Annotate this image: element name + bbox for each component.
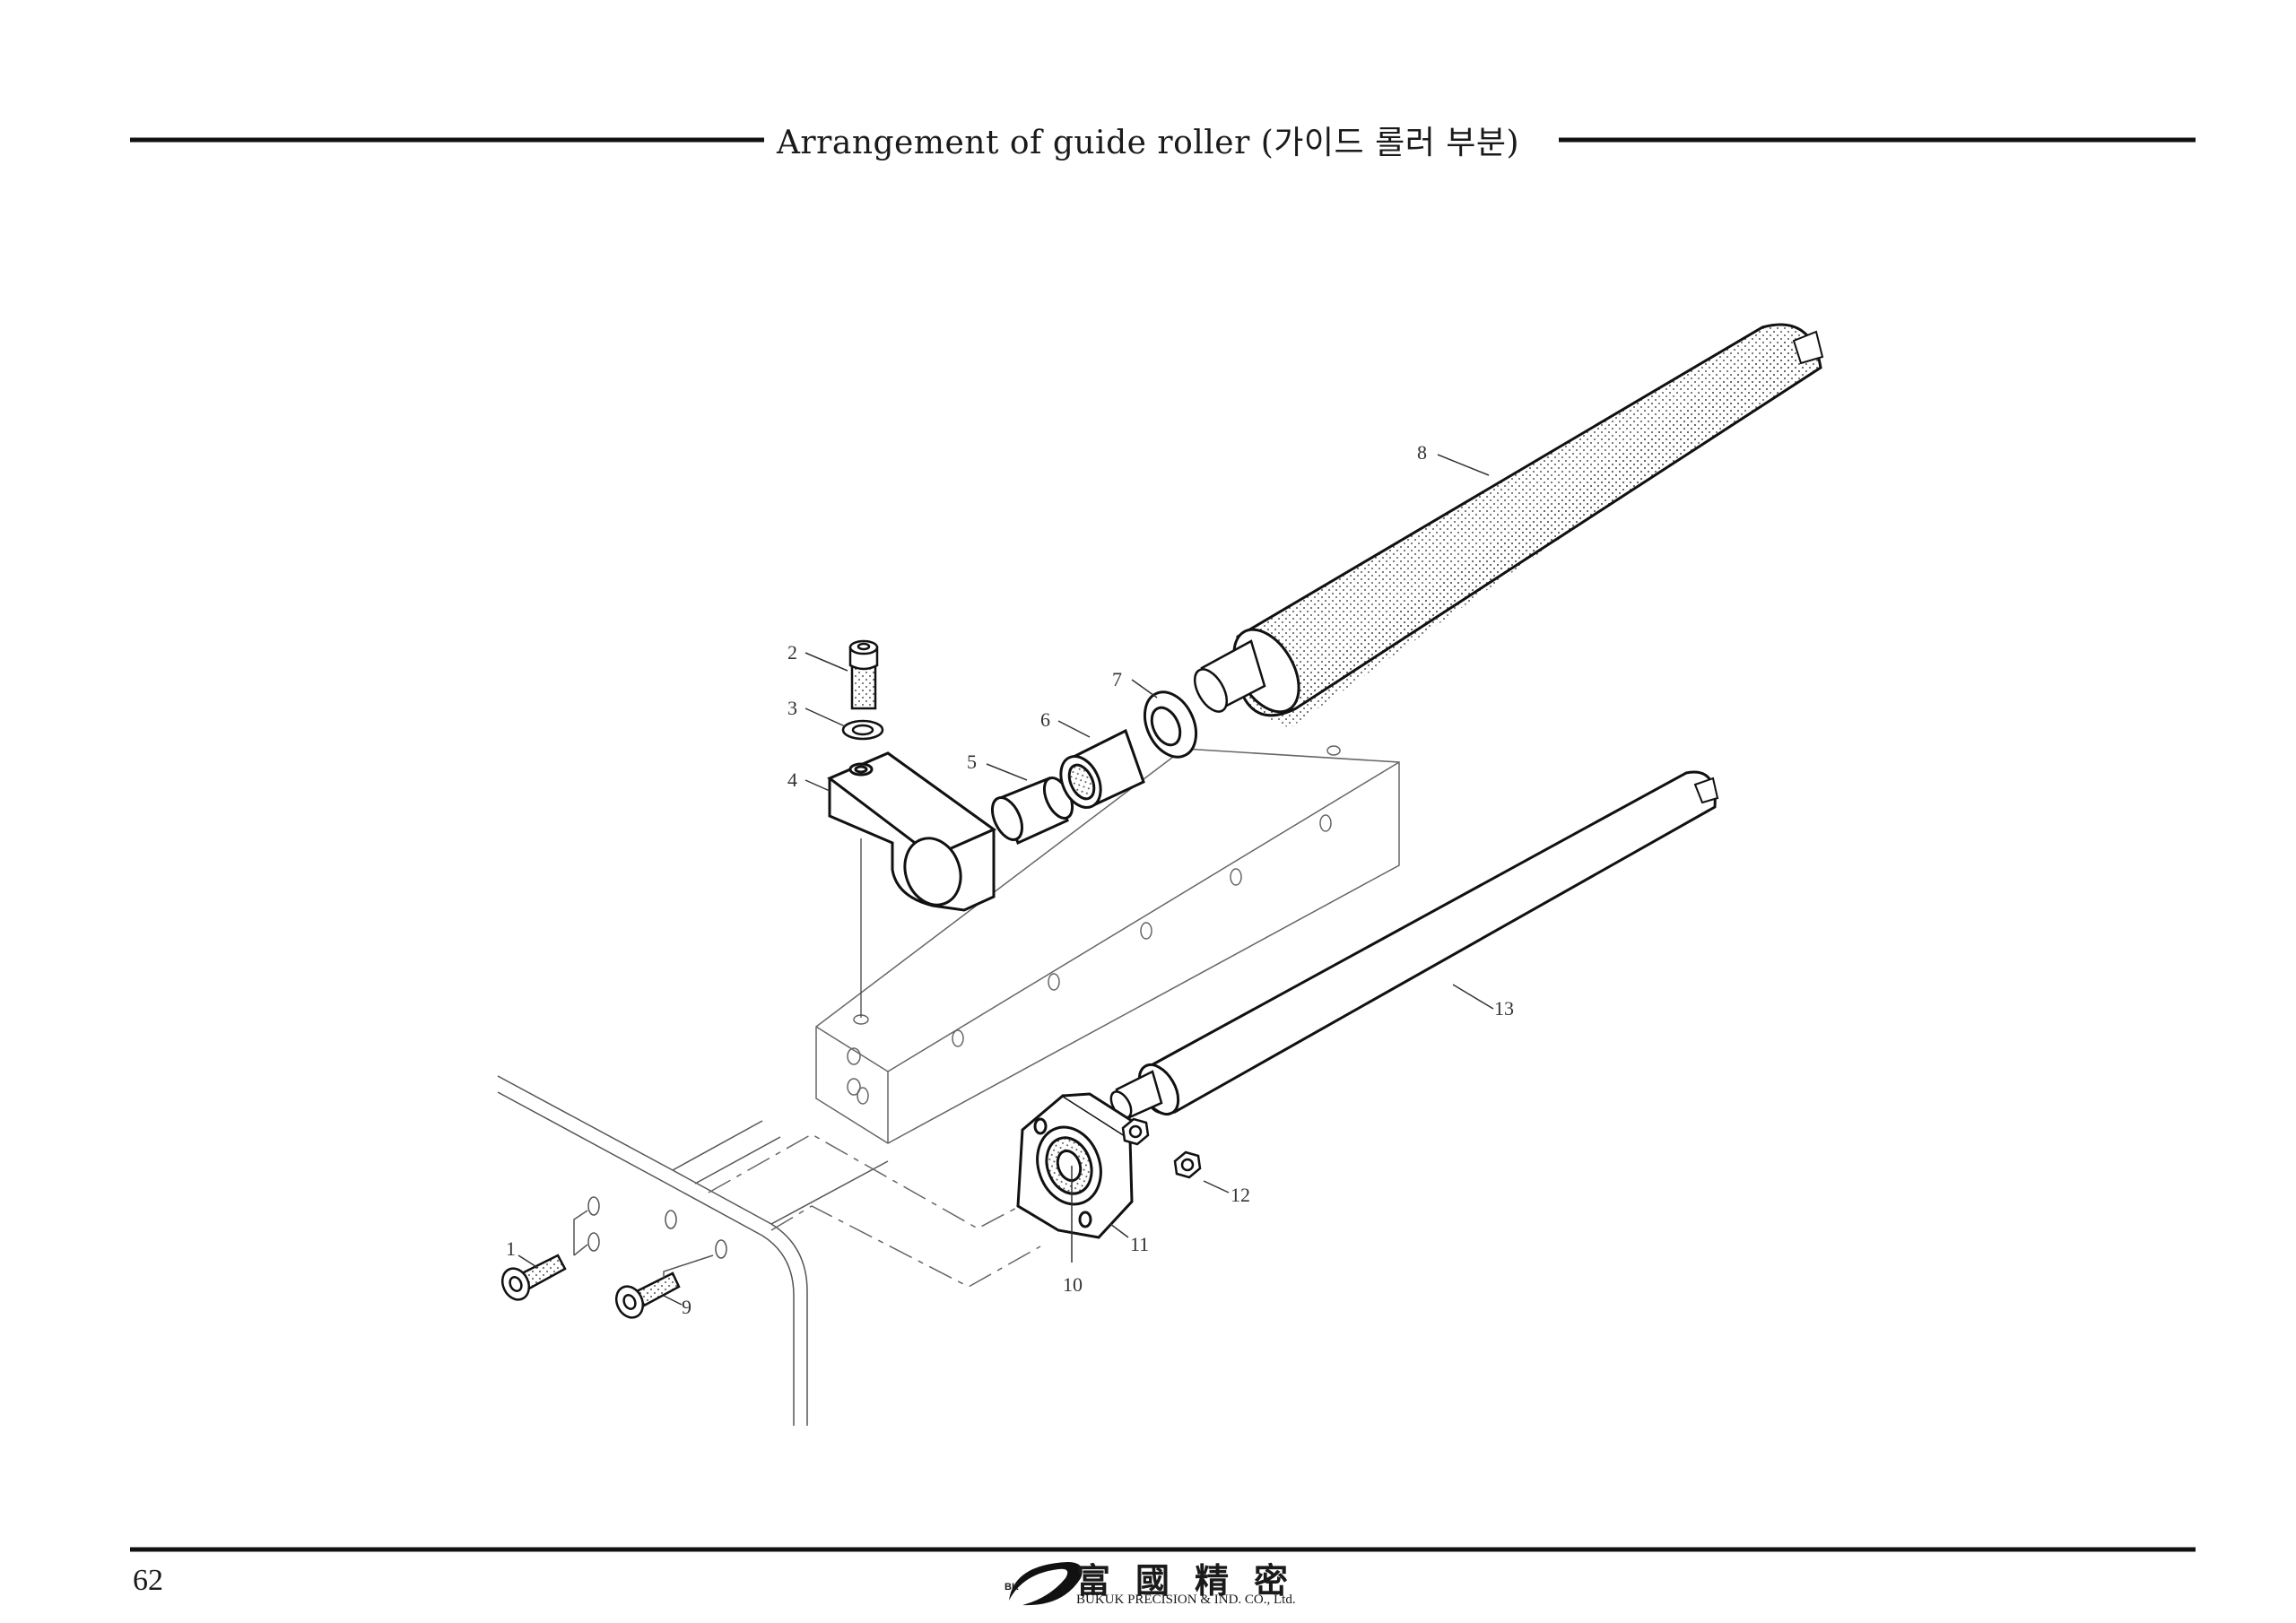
callout-13: 13 xyxy=(1494,997,1514,1020)
page-number: 62 xyxy=(133,1564,163,1597)
header: Arrangement of guide roller (가이드 롤러 부분) xyxy=(0,117,2296,163)
page-title: Arrangement of guide roller (가이드 롤러 부분) xyxy=(776,125,1520,161)
bearing-plate xyxy=(1016,1092,1134,1239)
callout-11: 11 xyxy=(1130,1233,1149,1255)
callout-8: 8 xyxy=(1417,441,1427,464)
callout-7: 7 xyxy=(1112,668,1122,690)
logo-mark-icon xyxy=(1009,1562,1083,1606)
callout-6: 6 xyxy=(1040,708,1050,731)
company-name: BUKUK PRECISION & IND. CO., Ltd. xyxy=(1076,1593,1296,1607)
needle-bearing xyxy=(1059,728,1145,810)
callout-5: 5 xyxy=(967,751,977,773)
callout-4: 4 xyxy=(787,768,797,791)
plain-roller xyxy=(1109,770,1719,1121)
machine-frame xyxy=(497,1075,889,1426)
cap-bolt xyxy=(848,639,879,710)
spacer-ring xyxy=(1143,690,1198,759)
callout-10: 10 xyxy=(1063,1273,1083,1296)
callout-1: 1 xyxy=(506,1237,516,1260)
logo-hanja: 富國精密 xyxy=(1076,1560,1314,1601)
washer xyxy=(841,719,884,741)
hidden-outline xyxy=(708,1133,1055,1288)
frame-holes xyxy=(573,1196,727,1278)
callout-3: 3 xyxy=(787,697,797,719)
hex-nuts xyxy=(1121,1117,1202,1179)
screw-1 xyxy=(500,1254,567,1301)
roller-holder xyxy=(827,751,997,912)
callout-9: 9 xyxy=(682,1296,691,1318)
callout-2: 2 xyxy=(787,641,797,664)
leader-lines xyxy=(517,454,1494,1306)
callout-12: 12 xyxy=(1231,1184,1250,1206)
knurled-roller xyxy=(1193,323,1824,728)
logo-bk-text: BK xyxy=(1004,1582,1019,1593)
company-logo: BK 富國精密 BUKUK PRECISION & IND. CO., Ltd. xyxy=(997,1557,1356,1607)
screw-9 xyxy=(614,1271,681,1319)
